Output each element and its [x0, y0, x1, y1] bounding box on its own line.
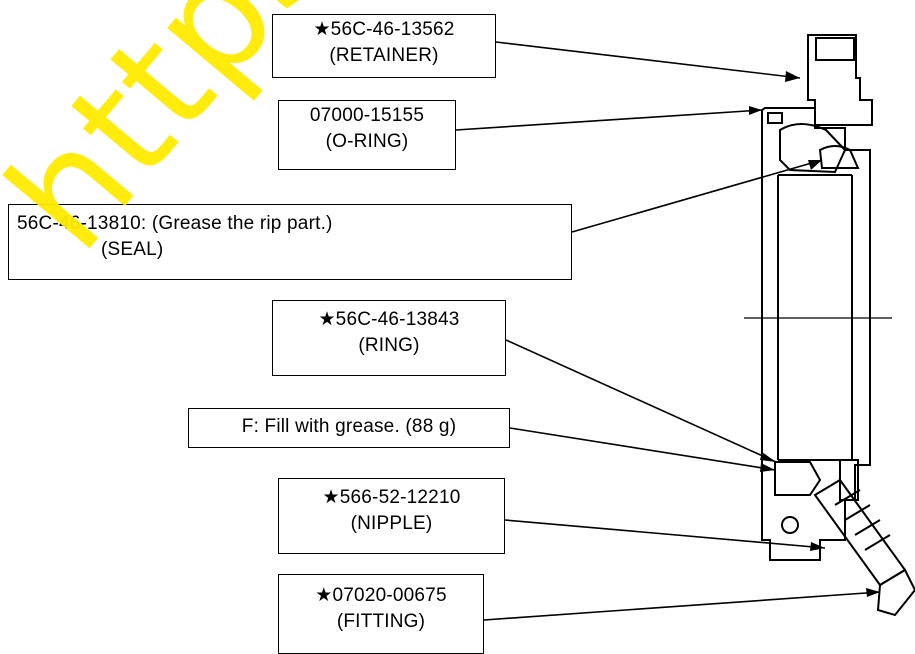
- arrowhead-seal: [808, 160, 822, 170]
- callout-fitting-part-number: ★07020-00675: [315, 585, 447, 606]
- callout-nipple-name: (NIPPLE): [350, 513, 433, 534]
- leader-grease-fill: [509, 427, 776, 471]
- fitting-head: [876, 568, 915, 617]
- arrowhead-retainer: [785, 71, 800, 82]
- callout-ring-part-number: ★56C-46-13843: [318, 309, 460, 330]
- arrowhead-nipple: [810, 542, 825, 551]
- callout-o-ring: 07000-15155 (O-RING): [278, 100, 456, 170]
- callout-o-ring-name: (O-RING): [325, 131, 409, 152]
- arrowhead-fitting: [866, 588, 880, 597]
- o-ring-groove: [767, 112, 783, 124]
- leader-nipple: [504, 519, 826, 549]
- nipple-thread-4: [864, 534, 891, 551]
- leader-ring: [505, 339, 777, 463]
- callout-ring: ★56C-46-13843 (RING): [272, 300, 506, 376]
- nipple-thread-1: [834, 489, 861, 506]
- callout-seal: 56C-46-13810: (Grease the rip part.) (SE…: [8, 204, 572, 280]
- arrowhead-ring: [760, 452, 776, 462]
- nipple-thread-3: [854, 519, 881, 536]
- callout-ring-name: (RING): [358, 335, 420, 356]
- seal-lip: [779, 123, 847, 174]
- callout-nipple: ★566-52-12210 (NIPPLE): [278, 478, 505, 554]
- seal-spring: [818, 145, 860, 169]
- callout-fitting: ★07020-00675 (FITTING): [278, 574, 484, 654]
- nipple-thread-2: [844, 504, 871, 521]
- arrowhead-grease-fill: [760, 463, 775, 472]
- callout-grease-fill-text: F: Fill with grease. (88 g): [241, 416, 457, 437]
- callout-seal-name: (SEAL): [101, 239, 164, 260]
- grease-port: [781, 516, 799, 534]
- callout-retainer: ★56C-46-13562 (RETAINER): [272, 14, 496, 78]
- callout-retainer-part-number: ★56C-46-13562: [313, 19, 455, 40]
- callout-nipple-part-number: ★566-52-12210: [322, 487, 461, 508]
- arrowhead-o-ring: [749, 106, 762, 115]
- leader-seal: [571, 159, 823, 233]
- callout-o-ring-part-number: 07000-15155: [309, 105, 425, 126]
- callout-retainer-name: (RETAINER): [329, 45, 439, 66]
- callout-fitting-name: (FITTING): [336, 611, 426, 632]
- callout-grease-fill: F: Fill with grease. (88 g): [188, 408, 510, 448]
- leader-fitting: [483, 591, 881, 621]
- leader-retainer: [495, 41, 801, 79]
- retainer-cap: [815, 37, 855, 61]
- ring-section: [774, 461, 822, 496]
- callout-seal-part-number: 56C-46-13810: (Grease the rip part.): [17, 213, 333, 234]
- retainer-outline: [807, 34, 873, 126]
- leader-o-ring: [455, 109, 763, 131]
